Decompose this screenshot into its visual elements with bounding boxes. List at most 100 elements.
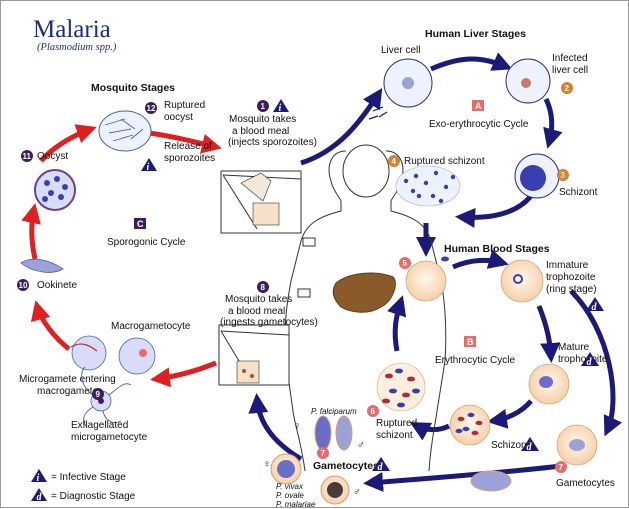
liver-cell-label: Liver cell — [381, 45, 420, 56]
p-vivax-label: P. vivax — [276, 482, 304, 491]
arrow-ookinete-oocyst — [21, 203, 41, 260]
diagnostic-badge-ring: d — [586, 297, 604, 313]
crescent-gametocyte-shape — [470, 470, 512, 492]
step-badge-3: 3 — [557, 169, 569, 181]
svg-text:i: i — [147, 162, 150, 173]
ruptured-oocyst-shape — [98, 110, 152, 152]
arrow-ring-gametocytes — [569, 289, 622, 437]
cycle-b-letter: B — [467, 337, 474, 347]
merozoite-cell-shape — [405, 260, 447, 302]
svg-text:7: 7 — [559, 463, 564, 472]
exflagellated-label-1: Exflagellated — [71, 420, 128, 431]
macrogametocyte-shape — [118, 337, 156, 375]
macrogametocyte-label: Macrogametocyte — [111, 321, 191, 332]
arrow-schizont-ruptured — [455, 194, 533, 228]
p-ovale-label: P. ovale — [276, 491, 304, 500]
svg-text:d: d — [592, 302, 598, 313]
cycle-b-box — [464, 336, 476, 347]
blood-schizont-label: Schizont — [491, 440, 530, 451]
blood-stages-header: Human Blood Stages — [444, 243, 550, 255]
gametocytes-label-forms: Gametocytes — [313, 460, 379, 472]
arrow-oocyst-ruptured — [39, 124, 97, 163]
arrow-ruptured-to-injection — [148, 130, 222, 154]
mature-trophozoite-label-2: trophozoite — [558, 354, 608, 365]
svg-text:i: i — [279, 103, 282, 114]
cycle-c-name: Sporogonic Cycle — [107, 237, 186, 248]
infective-badge-1: i — [273, 99, 289, 114]
svg-text:1: 1 — [261, 102, 266, 111]
cycle-a-name: Exo-erythrocytic Cycle — [429, 119, 529, 130]
vivax-female-parasite — [277, 460, 295, 478]
p-falciparum-label: P. falciparum — [311, 407, 357, 416]
step-badge-2: 2 — [561, 82, 573, 94]
liver-schizont-label: Schizont — [559, 187, 598, 198]
p-malariae-label: P. malariae — [276, 500, 316, 509]
falciparum-gametocyte-male — [335, 415, 353, 451]
step-badge-11: 11 — [21, 150, 33, 162]
svg-text:d: d — [587, 357, 593, 368]
svg-text:10: 10 — [19, 281, 28, 290]
oocyst-shape — [34, 169, 76, 211]
male-symbol-2: ♂ — [353, 486, 361, 498]
arrow-ring-mature — [536, 305, 561, 363]
release-sporozoites-label-1: Release of — [164, 141, 212, 152]
step-badge-9: 9 — [92, 388, 104, 400]
ruptured-oocyst-label-1: Ruptured — [164, 100, 205, 111]
infected-liver-cell-parasite — [521, 78, 531, 88]
ruptured-schizont-blood-label-2: schizont — [376, 430, 413, 441]
ruptured-oocyst-label-2: oocyst — [164, 112, 193, 123]
arrow-merozoite-ring — [451, 249, 509, 270]
svg-text:8: 8 — [261, 283, 266, 292]
step1-label-3: (injects sporozoites) — [228, 137, 317, 148]
diagnostic-badge-gametocytes: d — [372, 457, 390, 473]
microgamete-entering-label-1: Microgamete entering — [19, 374, 116, 385]
skin-marker-upper — [302, 237, 316, 247]
arrow-to-mosquito-meal — [248, 393, 303, 462]
vivax-male-parasite — [327, 482, 343, 498]
step1-label-1: Mosquito takes — [229, 114, 296, 125]
diagnostic-badge-mature: d — [581, 352, 599, 368]
step-badge-6: 6 — [367, 405, 379, 417]
arrow-to-liver — [300, 87, 383, 166]
arrow-schizont-ruptured-blood — [409, 422, 451, 441]
gametocytes-label-blood: Gametocytes — [556, 478, 615, 489]
mature-trophozoite-parasite — [539, 376, 553, 388]
arrow-ruptured-merozoite — [387, 295, 407, 352]
blood-schizont-shape — [449, 404, 491, 446]
liver-schizont-mass — [520, 165, 546, 191]
legend-infective-label: = Infective Stage — [51, 472, 126, 483]
blood-gametocyte-parasite — [569, 439, 585, 451]
cycle-a-letter: A — [475, 101, 482, 111]
legend-diagnostic: d = Diagnostic Stage — [31, 488, 136, 503]
step-badge-7-forms: 7 — [317, 447, 329, 459]
ookinete-label: Ookinete — [37, 280, 77, 291]
cycle-c-box — [134, 218, 146, 229]
injection-site-8 — [218, 324, 290, 386]
step-badge-7-blood: 7 — [555, 461, 567, 473]
arrow-liver-infected — [430, 52, 513, 72]
svg-text:d: d — [37, 492, 43, 503]
ruptured-schizont-liver-shape — [395, 165, 461, 207]
svg-text:5: 5 — [403, 259, 408, 268]
step8-label-2: a blood meal — [228, 306, 285, 317]
svg-text:7: 7 — [321, 449, 326, 458]
injection-site-1 — [220, 170, 302, 234]
step-badge-5: 5 — [399, 257, 411, 269]
arrow-mature-schizont — [487, 399, 533, 429]
immature-trophozoite-label-3: (ring stage) — [546, 284, 597, 295]
female-symbol-1: ♀ — [293, 420, 301, 432]
arrow-infected-schizont — [543, 97, 563, 149]
arrow-to-gametocyte-forms — [363, 463, 562, 492]
cycle-a-box — [472, 100, 484, 111]
step-badge-8: 8 — [257, 281, 269, 293]
step-badge-4: 4 — [388, 155, 400, 167]
mosquito-stages-header: Mosquito Stages — [91, 82, 175, 94]
ring-parasite — [513, 274, 523, 284]
cycle-c-letter: C — [137, 219, 144, 229]
female-symbol-2: ♀ — [263, 458, 271, 470]
svg-text:11: 11 — [23, 152, 32, 161]
step8-label-1: Mosquito takes — [225, 294, 292, 305]
page-subtitle: (Plasmodium spp.) — [37, 42, 117, 53]
human-body-outline — [284, 144, 447, 472]
